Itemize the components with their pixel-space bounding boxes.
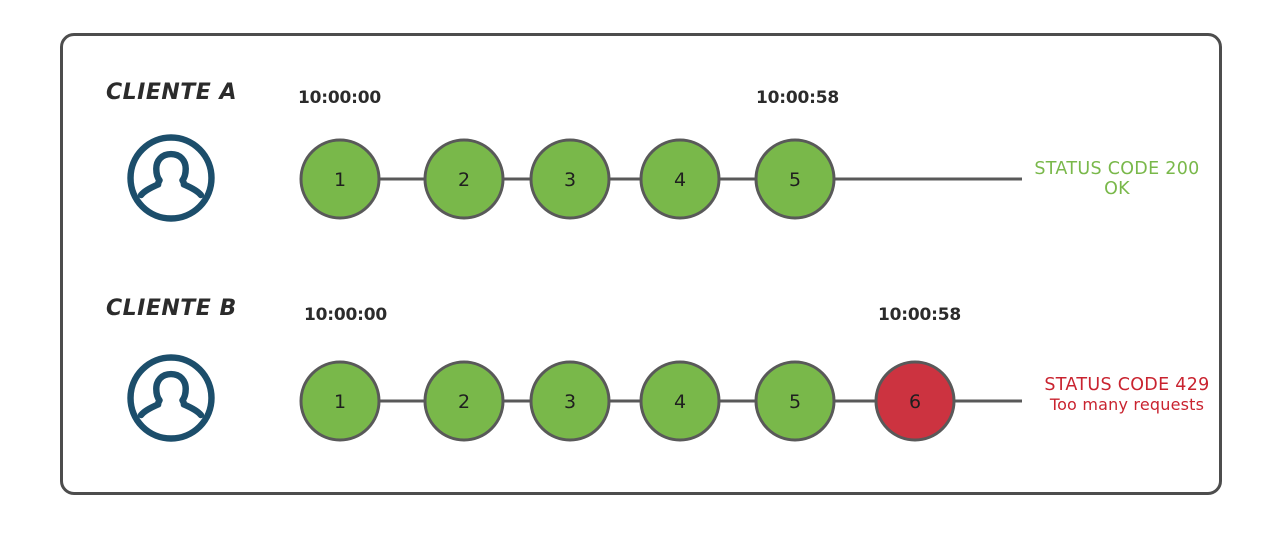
client-a-status-message: OK [1104, 178, 1130, 199]
client-a-end-time: 10:00:58 [756, 88, 839, 108]
client-a-start-time: 10:00:00 [298, 88, 381, 108]
client-b-status-message: Too many requests [1049, 394, 1205, 414]
client-a-status-badge: STATUS CODE 200 OK [1032, 159, 1202, 199]
user-avatar-icon [125, 352, 217, 444]
client-b-label: CLIENTE B [106, 296, 237, 321]
client-a-label: CLIENTE A [106, 80, 238, 105]
client-b-status-code: STATUS CODE 429 [1044, 375, 1210, 395]
client-b-end-time: 10:00:58 [878, 305, 961, 325]
user-avatar-icon [125, 132, 217, 224]
client-b-status-badge: STATUS CODE 429 Too many requests [1032, 375, 1222, 414]
client-a-status-code: STATUS CODE 200 [1034, 159, 1200, 179]
client-b-start-time: 10:00:00 [304, 305, 387, 325]
